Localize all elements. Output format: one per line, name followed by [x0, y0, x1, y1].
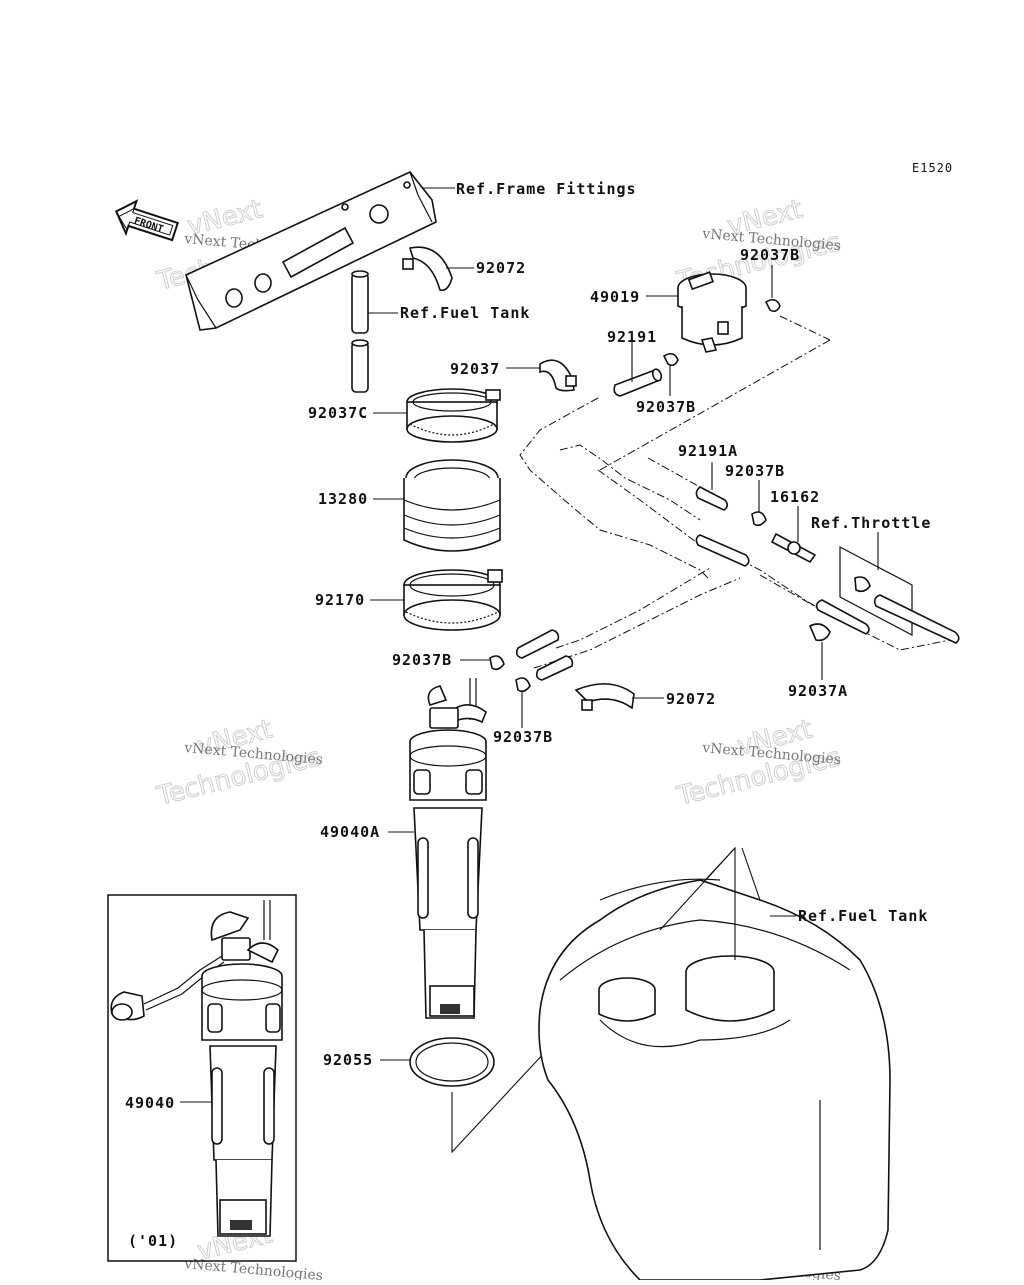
label-49019: 49019: [590, 288, 640, 306]
label-92037b-under-92191: 92037B: [636, 398, 696, 416]
hose-short-mid: [695, 534, 750, 567]
diagram-code: E1520: [912, 161, 953, 175]
label-92037c: 92037C: [308, 404, 368, 422]
front-arrow-icon: FRONT: [114, 199, 179, 242]
label-92072-bottom: 92072: [666, 690, 716, 708]
fuel-pump-49040a: [388, 678, 487, 1019]
label-92037-left: 92037: [450, 360, 500, 378]
label-92037b-bottom: 92037B: [493, 728, 553, 746]
clip-92037b-left: [460, 655, 505, 671]
label-16162: 16162: [770, 488, 820, 506]
hose-92191a: [695, 462, 729, 511]
label-49040: 49040: [125, 1094, 175, 1112]
watermark-mid-right: vNext Technologies vNext Technologies: [673, 714, 844, 813]
label-ref-frame-fittings: Ref.Frame Fittings: [456, 180, 637, 198]
clip-92037b-bottom: [515, 677, 531, 728]
label-ref-fuel-tank-bottom: Ref.Fuel Tank: [798, 907, 928, 925]
hose-92191: [613, 337, 663, 397]
clip-92037b-under-92191: [662, 352, 679, 396]
connector-16162: [770, 506, 817, 564]
throttle-reference: [839, 532, 960, 644]
hose-routing-lines: [519, 315, 951, 669]
fuel-tank-pipe-top: [351, 270, 398, 393]
fuel-tank-reference: [538, 846, 891, 1281]
label-13280: 13280: [318, 490, 368, 508]
label-92191a: 92191A: [678, 442, 738, 460]
label-92072-top: 92072: [476, 259, 526, 277]
label-ref-fuel-tank-top: Ref.Fuel Tank: [400, 304, 530, 322]
inset-box-49040: [107, 894, 297, 1262]
label-49040a: 49040A: [320, 823, 380, 841]
hose-lower-left: [515, 629, 574, 681]
clip-92037b-top-right: [764, 265, 781, 313]
frame-fitting-bracket: [185, 171, 455, 331]
label-92170: 92170: [315, 591, 365, 609]
label-inset-year: ('01): [128, 1232, 178, 1250]
fuel-filter-49019: [646, 271, 747, 353]
watermark-text: vNext Technologies: [183, 1256, 324, 1280]
hose-clamp-92037c: [373, 388, 501, 443]
clip-92037b-mid: [751, 480, 767, 527]
grommet-13280: [373, 459, 501, 552]
label-92037b-top-right: 92037B: [740, 246, 800, 264]
label-92037a: 92037A: [788, 682, 848, 700]
hose-clamp-92170: [370, 569, 503, 631]
label-92037b-mid: 92037B: [725, 462, 785, 480]
watermark-mid-left: vNext Technologies vNext Technologies: [153, 714, 324, 813]
band-clamp-92037-left: [506, 359, 577, 392]
band-clamp-92072-top: [402, 246, 474, 292]
band-clamp-92072-bottom: [574, 683, 664, 711]
label-ref-throttle: Ref.Throttle: [811, 514, 931, 532]
label-92191: 92191: [607, 328, 657, 346]
label-92037b-left: 92037B: [392, 651, 452, 669]
hose-92037a-area: [808, 599, 870, 680]
label-92055: 92055: [323, 1051, 373, 1069]
